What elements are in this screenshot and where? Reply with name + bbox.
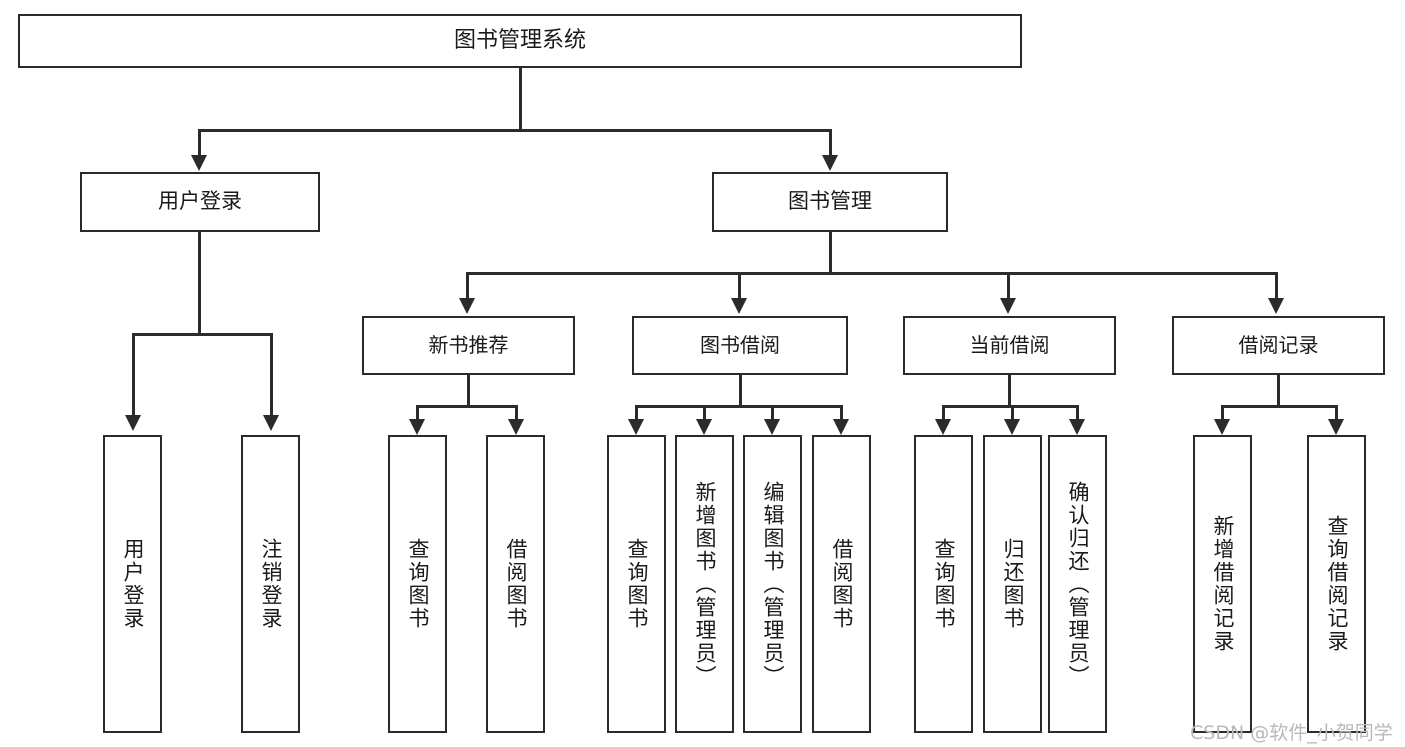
connector-book-borrow-stem	[739, 375, 742, 407]
connector-borrow-record-drop-2	[1335, 405, 1338, 421]
node-label: 图书管理系统	[453, 27, 586, 53]
node-label: 查询借阅记录	[1325, 515, 1349, 653]
node-label: 新增借阅记录	[1211, 515, 1235, 653]
connector-book-manage-drop-2	[738, 272, 741, 300]
leaf-edit-book[interactable]: 编辑图书（管理员）	[743, 435, 802, 733]
node-book-borrow[interactable]: 图书借阅	[632, 316, 848, 375]
node-label: 新增图书（管理员）	[693, 480, 717, 688]
connector-root-drop-left	[198, 129, 201, 157]
connector-book-borrow-drop-2	[703, 405, 706, 421]
node-user-login[interactable]: 用户登录	[80, 172, 320, 232]
node-label: 确认归还（管理员）	[1066, 480, 1090, 688]
connector-book-borrow-drop-3	[771, 405, 774, 421]
node-label: 新书推荐	[428, 333, 509, 358]
arrow-to-user-login	[191, 155, 207, 171]
arrow-to-book-manage	[822, 155, 838, 171]
node-label: 图书管理	[788, 189, 872, 214]
arrow-to-leaf-user-login	[125, 415, 141, 431]
connector-new-book-drop-1	[416, 405, 419, 421]
connector-borrow-record-stem	[1277, 375, 1280, 407]
connector-book-manage-drop-3	[1007, 272, 1010, 300]
arrow-to-leaf-query-book-2	[628, 419, 644, 435]
leaf-query-borrow-record[interactable]: 查询借阅记录	[1307, 435, 1366, 733]
node-current-borrow[interactable]: 当前借阅	[903, 316, 1116, 375]
connector-borrow-record-bus	[1221, 405, 1338, 408]
node-borrow-record[interactable]: 借阅记录	[1172, 316, 1385, 375]
node-label: 归还图书	[1001, 538, 1025, 630]
node-label: 借阅记录	[1238, 333, 1319, 358]
arrow-to-leaf-borrow-book-1	[508, 419, 524, 435]
connector-book-manage-drop-1	[466, 272, 469, 300]
connector-root-stem	[519, 68, 522, 131]
arrow-to-new-book-recommend	[459, 298, 475, 314]
leaf-query-book-recommend[interactable]: 查询图书	[388, 435, 447, 733]
leaf-user-login[interactable]: 用户登录	[103, 435, 162, 733]
connector-book-manage-stem	[829, 232, 832, 274]
leaf-borrow-book-recommend[interactable]: 借阅图书	[486, 435, 545, 733]
connector-current-borrow-drop-2	[1011, 405, 1014, 421]
arrow-to-leaf-add-record	[1214, 419, 1230, 435]
node-label: 借阅图书	[830, 538, 854, 630]
arrow-to-current-borrow	[1000, 298, 1016, 314]
node-root-system[interactable]: 图书管理系统	[18, 14, 1022, 68]
leaf-borrow-book[interactable]: 借阅图书	[812, 435, 871, 733]
leaf-add-book[interactable]: 新增图书（管理员）	[675, 435, 734, 733]
connector-book-borrow-bus	[635, 405, 843, 408]
arrow-to-leaf-return-book	[1004, 419, 1020, 435]
connector-book-manage-bus	[466, 272, 1278, 275]
connector-new-book-stem	[467, 375, 470, 407]
leaf-confirm-return[interactable]: 确认归还（管理员）	[1048, 435, 1107, 733]
arrow-to-leaf-query-book-3	[935, 419, 951, 435]
connector-current-borrow-drop-1	[942, 405, 945, 421]
connector-book-manage-drop-4	[1275, 272, 1278, 300]
node-label: 编辑图书（管理员）	[761, 480, 785, 688]
arrow-to-leaf-add-book	[696, 419, 712, 435]
connector-book-borrow-drop-1	[635, 405, 638, 421]
connector-root-drop-right	[829, 129, 832, 157]
node-label: 用户登录	[158, 189, 242, 214]
connector-new-book-drop-2	[515, 405, 518, 421]
leaf-logout[interactable]: 注销登录	[241, 435, 300, 733]
node-label: 查询图书	[932, 538, 956, 630]
connector-root-bus	[198, 129, 831, 132]
arrow-to-leaf-query-record	[1328, 419, 1344, 435]
leaf-return-book[interactable]: 归还图书	[983, 435, 1042, 733]
arrow-to-leaf-logout	[263, 415, 279, 431]
arrow-to-leaf-query-book-1	[409, 419, 425, 435]
node-label: 当前借阅	[969, 333, 1050, 358]
leaf-query-book-current[interactable]: 查询图书	[914, 435, 973, 733]
connector-current-borrow-drop-3	[1076, 405, 1079, 421]
connector-new-book-bus	[416, 405, 518, 408]
connector-current-borrow-stem	[1008, 375, 1011, 407]
connector-book-borrow-drop-4	[840, 405, 843, 421]
leaf-add-borrow-record[interactable]: 新增借阅记录	[1193, 435, 1252, 733]
connector-user-login-bus	[132, 333, 273, 336]
arrow-to-borrow-record	[1268, 298, 1284, 314]
arrow-to-leaf-confirm-return	[1069, 419, 1085, 435]
leaf-query-book-borrow[interactable]: 查询图书	[607, 435, 666, 733]
node-label: 用户登录	[121, 538, 145, 630]
node-book-manage[interactable]: 图书管理	[712, 172, 948, 232]
node-label: 图书借阅	[700, 333, 780, 358]
node-label: 借阅图书	[504, 538, 528, 630]
connector-user-login-stem	[198, 232, 201, 335]
connector-user-login-drop-2	[270, 333, 273, 417]
arrow-to-leaf-borrow-book-2	[833, 419, 849, 435]
connector-borrow-record-drop-1	[1221, 405, 1224, 421]
connector-current-borrow-bus	[942, 405, 1079, 408]
node-new-book-recommend[interactable]: 新书推荐	[362, 316, 575, 375]
connector-user-login-drop-1	[132, 333, 135, 417]
node-label: 注销登录	[259, 538, 283, 630]
node-label: 查询图书	[406, 538, 430, 630]
node-label: 查询图书	[625, 538, 649, 630]
arrow-to-book-borrow	[731, 298, 747, 314]
arrow-to-leaf-edit-book	[764, 419, 780, 435]
